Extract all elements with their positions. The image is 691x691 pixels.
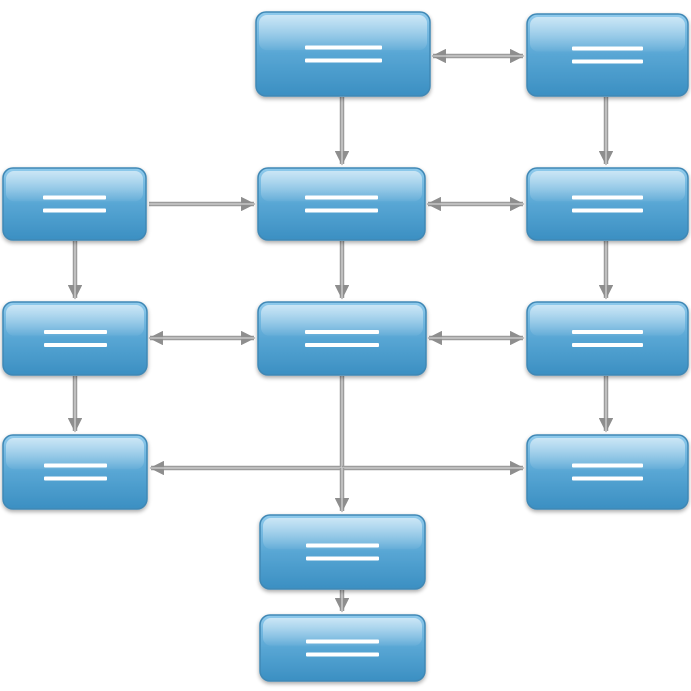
connector-highlight	[151, 376, 343, 469]
node-box	[526, 301, 689, 376]
placeholder-text-line	[305, 58, 382, 63]
placeholder-text-line	[306, 543, 379, 548]
flowchart-node-n9[interactable]	[2, 434, 148, 510]
node-box	[2, 301, 148, 376]
flowchart-node-n11[interactable]	[259, 514, 426, 590]
flowchart-node-n12[interactable]	[259, 614, 426, 682]
placeholder-text-line	[44, 476, 107, 481]
node-box	[257, 167, 426, 241]
node-box	[259, 614, 426, 682]
flowchart-node-n1[interactable]	[255, 11, 431, 97]
placeholder-text-line	[572, 343, 643, 347]
flowchart-node-n6[interactable]	[2, 301, 148, 376]
node-box	[526, 13, 689, 97]
flowchart-node-n2[interactable]	[526, 13, 689, 97]
connector-line	[149, 376, 345, 476]
placeholder-text-line	[572, 59, 643, 64]
connector-n7-n9	[149, 376, 345, 476]
placeholder-text-line	[43, 195, 106, 200]
node-box	[259, 514, 426, 590]
flowchart-node-n3[interactable]	[2, 167, 147, 241]
flowchart-node-n10[interactable]	[526, 434, 689, 510]
placeholder-text-line	[43, 208, 106, 213]
node-box	[526, 434, 689, 510]
placeholder-text-line	[572, 330, 643, 334]
node-box	[2, 167, 147, 241]
node-layer	[2, 11, 689, 682]
placeholder-text-line	[44, 463, 107, 468]
flowchart-node-n8[interactable]	[526, 301, 689, 376]
flowchart-node-n5[interactable]	[526, 167, 689, 241]
placeholder-text-line	[305, 343, 379, 347]
placeholder-text-line	[44, 330, 107, 334]
node-box	[2, 434, 148, 510]
connector-layer	[67, 48, 614, 613]
placeholder-text-line	[572, 208, 643, 213]
placeholder-text-line	[44, 343, 107, 347]
placeholder-text-line	[572, 463, 643, 468]
placeholder-text-line	[306, 652, 379, 657]
placeholder-text-line	[305, 195, 378, 200]
placeholder-text-line	[305, 330, 379, 334]
node-box	[255, 11, 431, 97]
node-box	[257, 301, 427, 376]
placeholder-text-line	[306, 556, 379, 561]
flowchart-node-n4[interactable]	[257, 167, 426, 241]
placeholder-text-line	[305, 45, 382, 50]
placeholder-text-line	[305, 208, 378, 213]
node-box	[526, 167, 689, 241]
placeholder-text-line	[572, 476, 643, 481]
placeholder-text-line	[306, 639, 379, 644]
placeholder-text-line	[572, 46, 643, 51]
flowchart-node-n7[interactable]	[257, 301, 427, 376]
placeholder-text-line	[572, 195, 643, 200]
